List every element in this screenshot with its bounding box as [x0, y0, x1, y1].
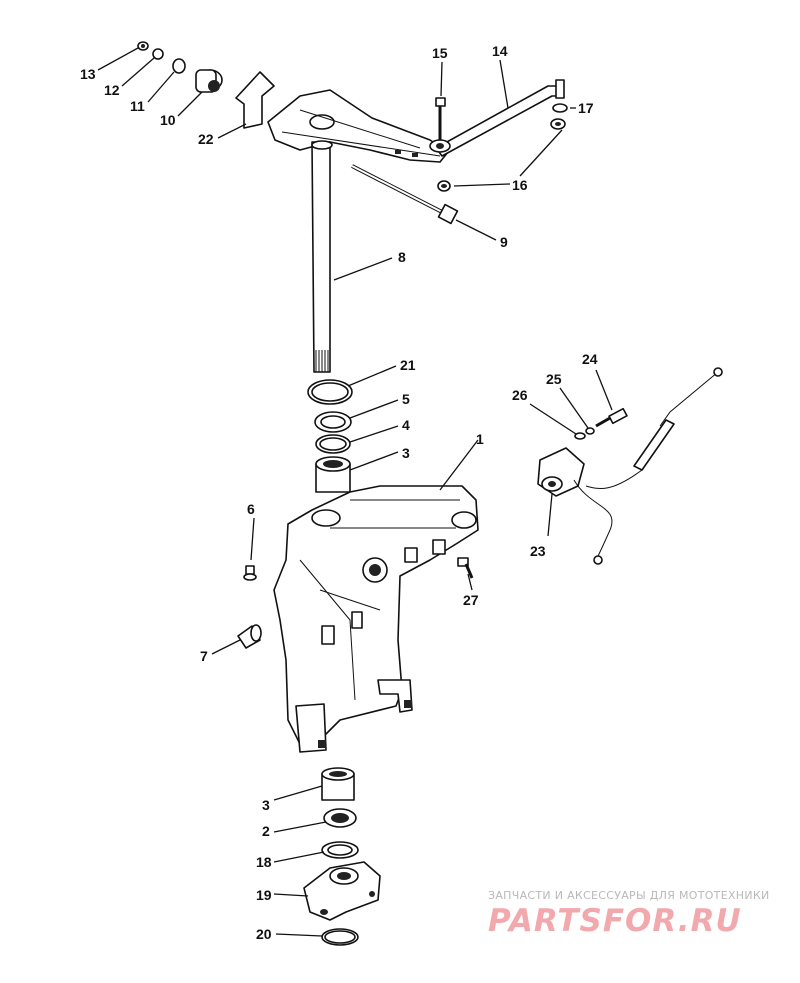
snap-ring-20 — [321, 928, 359, 946]
callout-10: 10 — [160, 112, 176, 128]
bolt-15 — [429, 97, 451, 153]
callout-5: 5 — [402, 391, 410, 407]
callout-13: 13 — [80, 66, 96, 82]
washer-21 — [307, 379, 353, 405]
callout-15: 15 — [432, 45, 448, 61]
callout-25: 25 — [546, 371, 562, 387]
callout-labels: 13 12 11 10 22 15 14 17 16 9 8 21 5 4 3 … — [80, 43, 598, 942]
callout-11: 11 — [130, 98, 145, 114]
steering-link-rod-14 — [435, 79, 565, 157]
steering-arm-bracket — [267, 89, 449, 163]
callout-4: 4 — [402, 417, 410, 433]
leader-lines — [97, 47, 613, 937]
bushing-7 — [237, 624, 262, 649]
callout-22: 22 — [198, 131, 214, 147]
callout-17: 17 — [578, 100, 594, 116]
callout-7: 7 — [200, 648, 208, 664]
nut-16-a — [550, 118, 566, 130]
callout-14: 14 — [492, 43, 508, 59]
lead-wire-24-upper — [585, 367, 723, 489]
callout-16: 16 — [512, 177, 528, 193]
switch-23 — [537, 447, 613, 565]
through-bolt-9 — [351, 164, 459, 225]
o-ring-4 — [315, 434, 351, 454]
callout-18: 18 — [256, 854, 272, 870]
callout-9: 9 — [500, 234, 508, 250]
callout-1: 1 — [476, 431, 484, 447]
nut-16-b — [437, 180, 451, 192]
callout-8: 8 — [398, 249, 406, 265]
callout-27: 27 — [463, 592, 479, 608]
swivel-bracket-1 — [273, 485, 479, 753]
washer-18 — [321, 841, 359, 859]
bushing-3-lower — [321, 767, 355, 801]
rubber-mount-10 — [195, 69, 223, 93]
callout-23: 23 — [530, 543, 546, 559]
screw-27 — [457, 557, 474, 579]
washer-25 — [585, 427, 595, 435]
seal-2 — [323, 808, 357, 828]
screw-24 — [595, 407, 628, 428]
grease-fitting-6 — [243, 565, 257, 581]
bushing-3-upper — [315, 456, 351, 493]
callout-6: 6 — [247, 501, 255, 517]
callout-24: 24 — [582, 351, 598, 367]
callout-12: 12 — [104, 82, 120, 98]
callout-26: 26 — [512, 387, 528, 403]
callout-21: 21 — [400, 357, 416, 373]
watermark-caption: ЗАПЧАСТИ И АКСЕССУАРЫ ДЛЯ МОТОТЕХНИКИ — [488, 889, 770, 902]
callout-2: 2 — [262, 823, 270, 839]
callout-3-upper: 3 — [402, 445, 410, 461]
swivel-yoke-19 — [303, 861, 381, 921]
callout-20: 20 — [256, 926, 272, 942]
swivel-tube-8 — [311, 140, 333, 373]
nut-13 — [137, 41, 149, 51]
watermark-logo: PARTSFOR.RU — [488, 903, 742, 939]
seal-5 — [314, 411, 352, 433]
washer-26 — [574, 432, 586, 440]
washer-11 — [172, 58, 186, 74]
callout-19: 19 — [256, 887, 272, 903]
callout-3-lower: 3 — [262, 797, 270, 813]
washer-17 — [552, 103, 568, 113]
washer-12 — [152, 48, 164, 60]
shim-plate-22 — [235, 71, 275, 129]
